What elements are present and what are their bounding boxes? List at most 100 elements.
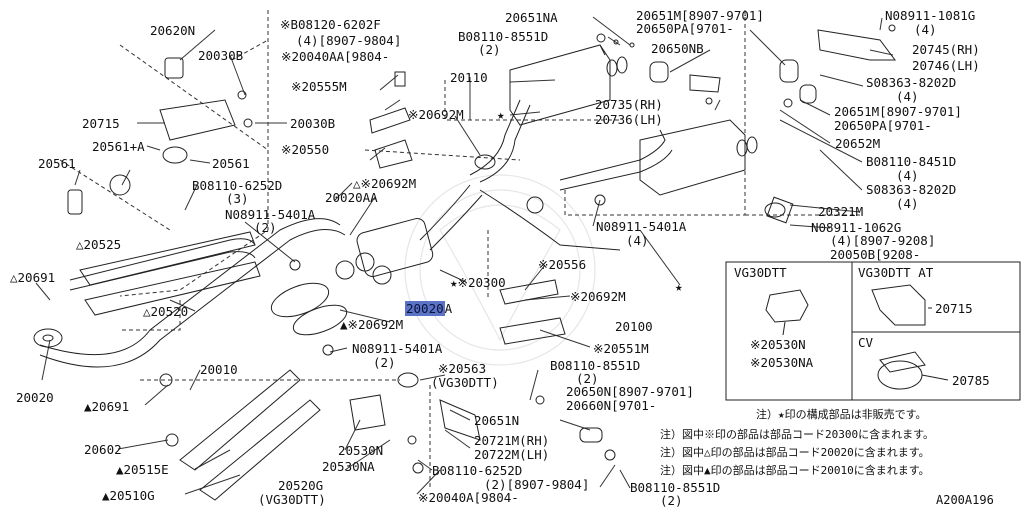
label-20735RH: 20735(RH) [595, 97, 663, 112]
label-20556: ※20556 [538, 257, 587, 272]
label-tri-20692M: △※20692M [353, 176, 417, 191]
label-b08120-6202F: ※B08120-6202F [280, 17, 381, 32]
diagram-id: A200A196 [936, 493, 994, 507]
label-n08911-1081G: N08911-1081G [885, 8, 976, 23]
box-title-vg30dtt: VG30DTT [734, 265, 787, 280]
catalytic-converters [270, 184, 483, 336]
label-20040AA: ※20040AA[9804- [281, 49, 390, 64]
label-tri-20525: △20525 [76, 237, 122, 252]
label-20650NB: 20650NB [651, 41, 704, 56]
label-20520G-sub: (VG30DTT) [258, 492, 326, 507]
label-20563: ※20563 [438, 361, 487, 376]
label-tri-20691: △20691 [10, 270, 56, 285]
label-20692M-b: ※20692M [570, 289, 626, 304]
star-marker-b: ★ [675, 279, 683, 294]
label-qty-2-d: (2) [576, 371, 599, 386]
label-20651M-mid: 20651M[8907-9701] [834, 104, 962, 119]
box-label-20715: 20715 [935, 301, 973, 316]
label-20561-left: 20561 [38, 156, 76, 171]
label-20651M-top: 20651M[8907-9701] [636, 8, 764, 23]
label-20050B: 20050B[9208- [830, 247, 921, 262]
watermark-emblem [404, 174, 596, 366]
label-s08363-8202D-a: S08363-8202D [866, 75, 957, 90]
label-20020AA: 20020AA [325, 190, 378, 205]
label-20746LH: 20746(LH) [912, 58, 980, 73]
leader-lines [35, 16, 894, 495]
highlight-20020[interactable]: 20020 [405, 301, 445, 316]
label-qty-4-b: (4) [896, 89, 919, 104]
label-qty-3: (3) [226, 191, 249, 206]
fasteners [67, 24, 896, 474]
label-20030B-b: 20030B [290, 116, 336, 131]
heat-shields-left [79, 231, 321, 501]
label-n08911-5401A-a: N08911-5401A [225, 207, 316, 222]
label-20020A-highlighted[interactable]: 20020A [405, 301, 453, 316]
label-20715: 20715 [82, 116, 120, 131]
label-star-20300: ★※20300 [450, 275, 506, 290]
label-20020: 20020 [16, 390, 54, 405]
label-20561-right: 20561 [212, 156, 250, 171]
star-marker: ★ [497, 107, 505, 122]
label-n08911-1062G-sub: (4)[8907-9208] [830, 233, 936, 248]
note-2: 注）図中※印の部品は部品コード20300に含まれます。 [660, 428, 935, 441]
note-4: 注）図中▲印の部品は部品コード20010に含まれます。 [660, 464, 930, 477]
label-20030B-a: 20030B [198, 48, 244, 63]
label-qty-2-c: (2) [373, 355, 396, 370]
label-n08911-5401A-c: N08911-5401A [352, 341, 443, 356]
label-qty-2-e: (2) [660, 493, 683, 508]
label-b08110-8551D-top: B08110-8551D [458, 29, 549, 44]
label-b08110-8551D-mid: B08110-8551D [550, 358, 641, 373]
label-20020A-suffix: A [444, 301, 453, 316]
label-20563-sub: (VG30DTT) [431, 375, 499, 390]
label-20660N: 20660N[9701- [566, 398, 657, 413]
label-20110: 20110 [450, 70, 488, 85]
label-qty-4-d: (4) [896, 196, 919, 211]
label-b08110-6252D-b-sub: (2)[8907-9804] [484, 477, 590, 492]
label-b08110-8451D: B08110-8451D [866, 154, 957, 169]
label-20650N: 20650N[8907-9701] [566, 384, 694, 399]
label-tri-20515E: ▲20515E [116, 462, 169, 477]
label-20651N: 20651N [474, 413, 520, 428]
label-qty-2-a: (2) [254, 220, 277, 235]
box-title-vg30dtt-at: VG30DTT AT [858, 265, 934, 280]
variant-boxes [725, 261, 1021, 401]
box-title-cv: CV [858, 335, 874, 350]
label-qty-2-b: (2) [478, 42, 501, 57]
label-20650PA-top: 20650PA[9701- [636, 21, 734, 36]
label-tri-20520: △20520 [143, 304, 189, 319]
label-20650PA-mid: 20650PA[9701- [834, 118, 932, 133]
label-qty-4-a: (4) [914, 22, 937, 37]
label-n08911-1062G: N08911-1062G [811, 220, 902, 235]
label-20651NA: 20651NA [505, 10, 558, 25]
label-20692M-star: ※20692M [408, 107, 464, 122]
label-b08110-6252D: B08110-6252D [192, 178, 283, 193]
label-tri-20510G: ▲20510G [102, 488, 155, 503]
label-20550: ※20550 [281, 142, 330, 157]
label-20745RH: 20745(RH) [912, 42, 980, 57]
label-20620N: 20620N [150, 23, 196, 38]
label-b08120-6202F-sub: (4)[8907-9804] [296, 33, 402, 48]
label-20530NA-left: 20530NA [322, 459, 375, 474]
center-shields [369, 107, 566, 345]
label-20555M: ※20555M [291, 79, 347, 94]
front-pipe [33, 218, 346, 368]
label-b08110-8551D-bot: B08110-8551D [630, 480, 721, 495]
label-20602: 20602 [84, 442, 122, 457]
label-qty-4-c: (4) [896, 168, 919, 183]
label-20722M: 20722M(LH) [474, 447, 550, 462]
label-20530N-left: 20530N [338, 443, 384, 458]
label-20551M: ※20551M [593, 341, 649, 356]
label-s08363-8202D-b: S08363-8202D [866, 182, 957, 197]
label-b08110-6252D-b: B08110-6252D [432, 463, 523, 478]
note-1: 注）★印の構成部品は非販売です。 [756, 408, 927, 421]
label-20721M: 20721M(RH) [474, 433, 550, 448]
hangers [649, 29, 896, 224]
label-20520G: 20520G [278, 478, 324, 493]
label-20100: 20100 [615, 319, 653, 334]
group-lines [59, 10, 860, 490]
mufflers [469, 44, 758, 251]
note-3: 注）図中△印の部品は部品コード20020に含まれます。 [660, 446, 930, 459]
label-20010: 20010 [200, 362, 238, 377]
